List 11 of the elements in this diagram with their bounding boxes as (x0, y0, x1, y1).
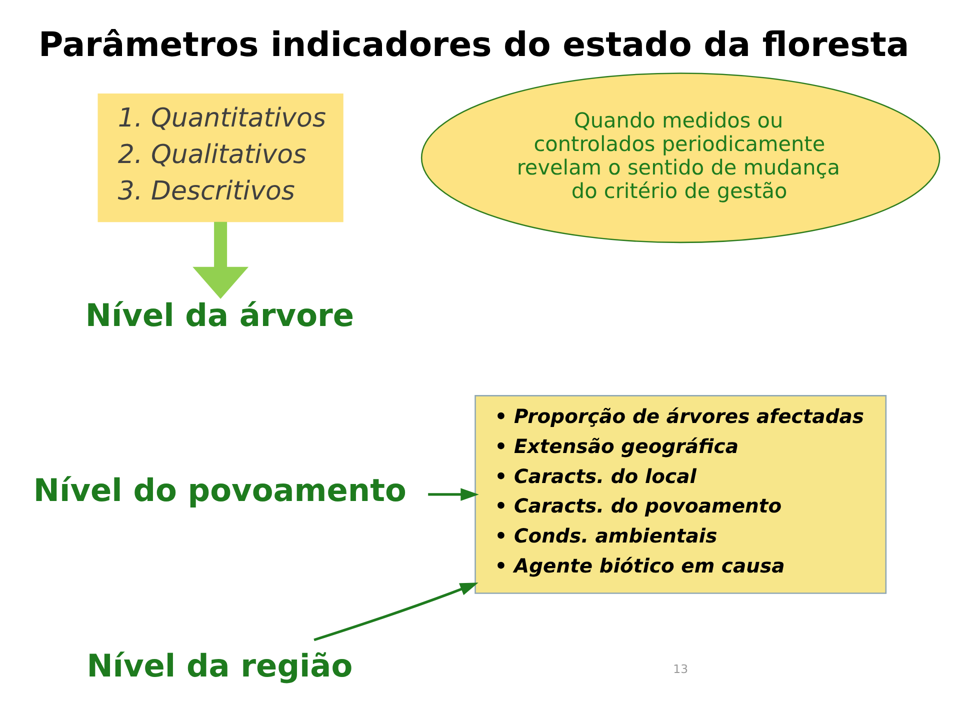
node-text: Nível do povoamento (33, 472, 406, 509)
diagram-title: Parâmetros indicadores do estado da floresta (38, 24, 910, 64)
node-box: 1. Quantitativos 2. Qualitativos 3. Descritivos (98, 93, 344, 222)
node-text: Nível da árvore (85, 297, 354, 334)
node-ellipse: Quando medidos ou controlados periodicamente revelam o sentido de mudança do critério de gestão (420, 72, 940, 243)
node-text: Nível da região (86, 648, 353, 684)
arrow (314, 582, 478, 641)
arrow (428, 488, 479, 500)
arrow (192, 221, 249, 298)
label: 13 (673, 661, 688, 676)
node-box: • Proporção de árvores afectadas • Extensão geográfica • Caracts. do local • Caracts. do povoamento • Conds. ambientais • Agente biótico em causa (474, 394, 887, 594)
